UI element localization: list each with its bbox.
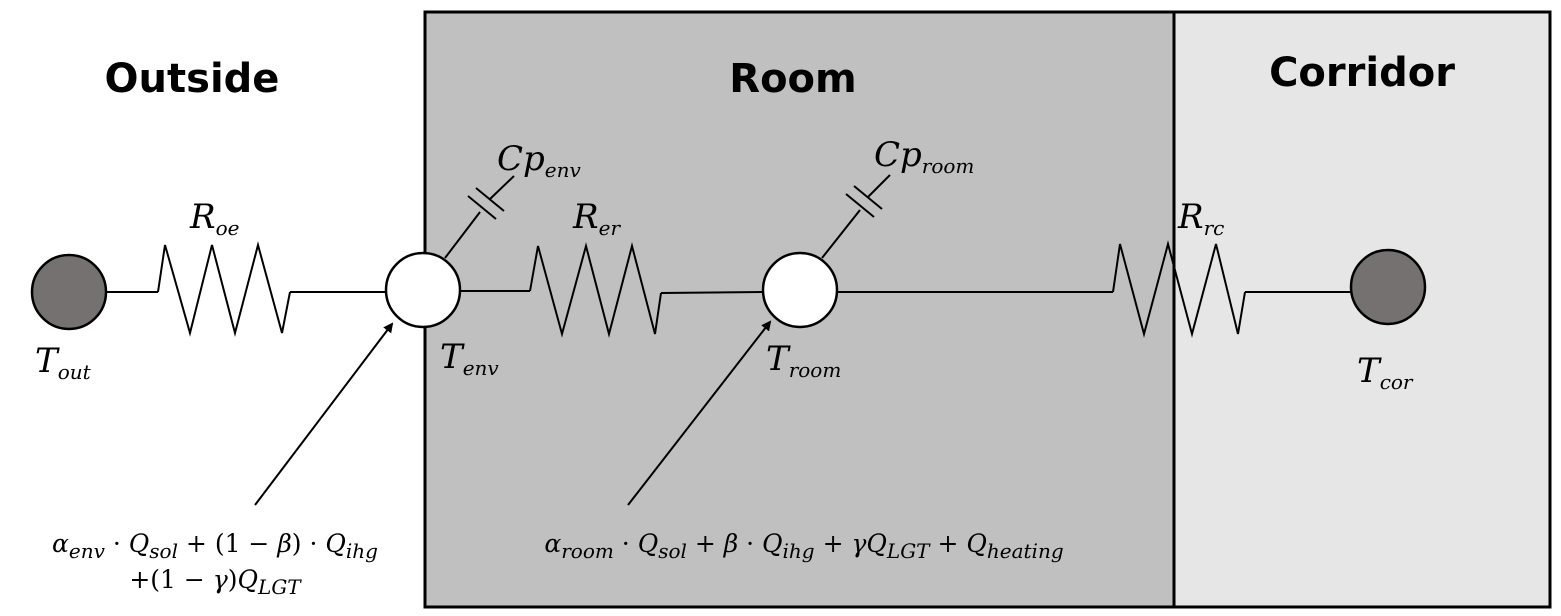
wire-rer-room [660, 291, 764, 294]
cap-env-lead-upper [489, 175, 515, 200]
resistor-rc-zigzag [1112, 240, 1246, 338]
label-cp-room: Cproom [874, 135, 974, 178]
label-r-er: Rer [572, 197, 621, 240]
room-title: Room [729, 56, 856, 102]
node-t-room [761, 251, 839, 329]
cap-room-plate-2 [853, 185, 883, 210]
cap-env-lead-lower [444, 211, 481, 259]
outside-title: Outside [105, 56, 280, 102]
label-t-env: Tenv [440, 337, 499, 380]
heat-arrow-room [627, 320, 772, 506]
resistor-oe-zigzag [157, 241, 291, 337]
label-t-cor: Tcor [1357, 351, 1414, 394]
formula-env-line-2: +(1 − γ)QLGT [129, 565, 302, 599]
node-t-cor [1349, 248, 1427, 326]
cap-room-lead-lower [821, 209, 861, 259]
formula-room: αroom · Qsol + β · Qihg + γQLGT + Qheati… [544, 529, 1063, 563]
cap-env-plate-2 [475, 187, 505, 212]
resistor-er-zigzag [529, 242, 662, 338]
cap-room-lead-upper [867, 174, 891, 198]
label-t-room: Troom [766, 339, 841, 382]
label-t-out: Tout [35, 341, 92, 384]
corridor-title: Corridor [1269, 50, 1455, 96]
label-r-rc: Rrc [1177, 197, 1224, 240]
label-cp-env: Cpenv [497, 139, 581, 182]
node-t-out [30, 253, 108, 331]
circuit-wires [106, 174, 1352, 506]
node-t-env [384, 251, 462, 329]
cap-env-plate-1 [467, 195, 497, 220]
label-r-oe: Roe [189, 197, 240, 240]
cap-room-plate-1 [845, 193, 875, 218]
heat-arrow-env [254, 322, 394, 506]
formula-env-line-1: αenv · Qsol + (1 − β) · Qihg [52, 529, 378, 563]
